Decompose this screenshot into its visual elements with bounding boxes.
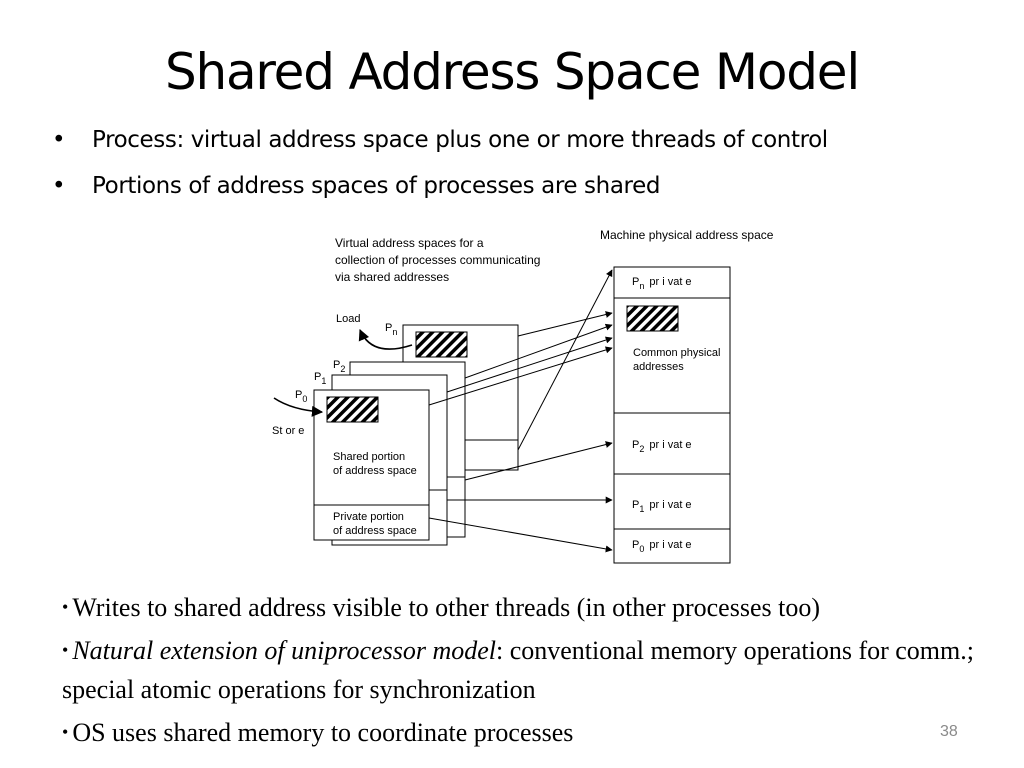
bullet-dot-icon: • [62,722,69,742]
hatched-block-pn [415,331,468,358]
virtual-caption-line: collection of processes communicating [335,253,540,267]
shared-portion-label: of address space [333,465,417,477]
bottom-bullet-list: •Writes to shared address visible to oth… [62,588,992,756]
private-portion-label: Private portion [333,511,404,523]
bullet-item: • Portions of address spaces of processe… [52,163,828,209]
hatched-block-p0 [326,396,379,423]
common-physical-label: Common physical [633,347,720,359]
bottom-bullet-italic: Natural extension of uniprocessor model [72,636,496,665]
mapping-arrow [446,336,613,393]
bottom-bullet-text: Writes to shared address visible to othe… [72,593,821,622]
load-arrow [358,328,413,350]
store-label: St or e [272,425,304,437]
common-physical-label: addresses [633,361,684,373]
mapping-arrow [464,323,613,379]
process-label-p0: P0 [295,389,307,404]
slide-number: 38 [940,723,958,740]
bullet-dot-icon: • [62,597,69,617]
mapping-arrow [428,517,613,553]
virtual-caption-line: via shared addresses [335,270,449,284]
physical-caption: Machine physical address space [600,228,774,242]
bottom-bullet-text: OS uses shared memory to coordinate proc… [72,718,574,747]
mapping-arrow [464,441,613,481]
bottom-bullet-item: •Natural extension of uniprocessor model… [62,631,992,709]
process-label-p1: P1 [314,371,326,386]
bullet-text: Portions of address spaces of processes … [92,173,661,199]
load-label: Load [336,313,360,325]
process-label-pn: Pn [385,322,397,337]
bottom-bullet-item: •Writes to shared address visible to oth… [62,588,992,627]
mapping-arrow [517,269,613,451]
mapping-arrow [517,311,613,337]
bullet-text: Process: virtual address space plus one … [92,127,828,153]
slide-title: Shared Address Space Model [164,43,860,101]
virtual-caption-line: Virtual address spaces for a [335,236,484,250]
mapping-arrow [428,346,613,406]
bottom-bullet-text: : conventional memory operations for com… [62,636,974,704]
bullet-item: • Process: virtual address space plus on… [52,117,828,163]
bullet-dot-icon: • [52,173,66,199]
bottom-bullet-item: •OS uses shared memory to coordinate pro… [62,713,992,752]
shared-portion-label: Shared portion [333,451,405,463]
bullet-dot-icon: • [52,127,66,153]
store-arrow [273,397,324,417]
top-bullet-list: • Process: virtual address space plus on… [52,117,828,209]
private-portion-label: of address space [333,525,417,537]
process-label-p2: P2 [333,359,345,374]
hatched-block-physical [626,305,679,332]
bullet-dot-icon: • [62,640,69,660]
